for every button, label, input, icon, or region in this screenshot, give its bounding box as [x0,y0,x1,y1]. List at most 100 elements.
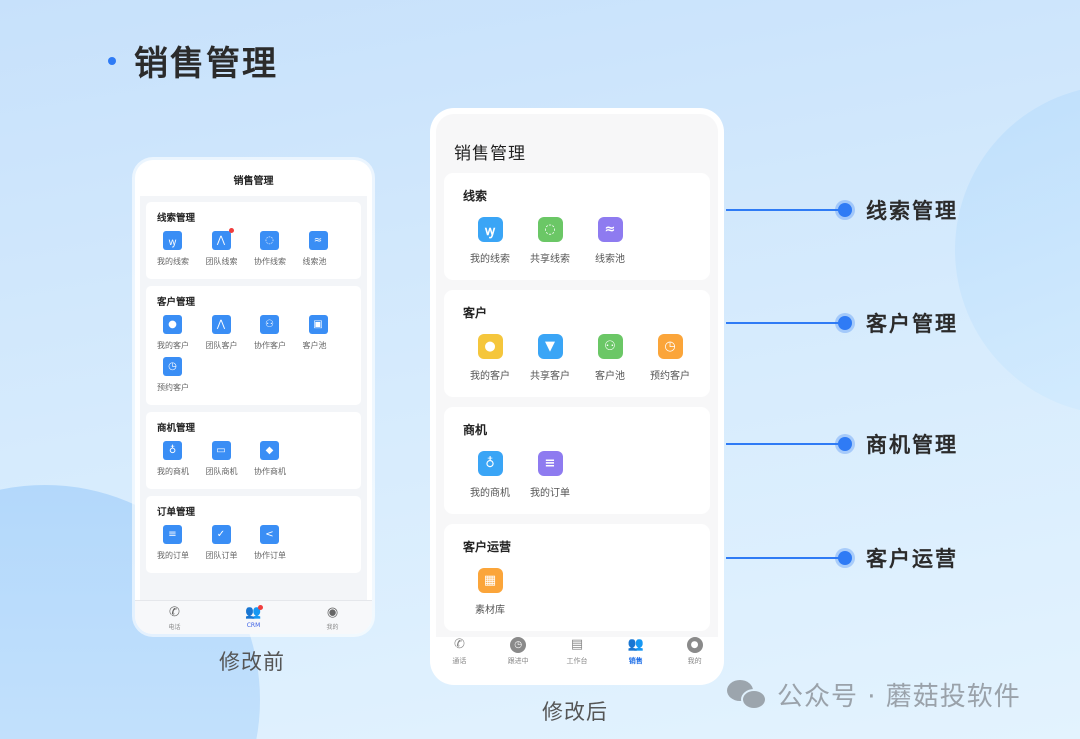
menu-item-shared-leads[interactable]: ◌ 共享线索 [516,217,584,265]
old-section-leads: 线索管理 ꝡ 我的线索 ⋀ 团队线索 ◌协作线索 ≈ 线索池 [146,202,361,279]
watermark-text: 公众号 · 蘑菇投软件 [777,682,1021,712]
connector-line [726,557,840,559]
connector-line [726,443,840,445]
grid-icon: ▦ [477,568,503,593]
section-title: 商机管理 [157,423,196,434]
page-title: 销售管理 [108,36,278,85]
tie-icon: ▼ [537,334,563,359]
clock-icon: ◷ [657,334,683,359]
menu-item-team-opportunities[interactable]: ▭ 团队商机 [206,441,255,477]
old-section-orders: 订单管理 ≡我的订单 ✓团队订单 < 协作订单 [146,496,361,573]
clock-icon: ◷ [510,637,527,653]
menu-item-label: 线索池 [302,257,327,266]
connector-dot [838,551,852,565]
share-icon: < [260,525,279,544]
share-nodes-icon: ⋀ [211,228,234,250]
menu-item-collab-customers[interactable]: ⚇协作客户 [254,315,303,351]
menu-item-label: 共享线索 [530,254,570,265]
menu-item-shared-customers[interactable]: ▼共享客户 [516,334,584,382]
tag-icon: ◆ [260,441,279,460]
cycle-icon: ◌ [260,231,279,250]
menu-item-label: 我的线索 [157,257,189,266]
menu-item-label: 线索池 [595,254,625,265]
users-icon: ⚇ [260,315,279,334]
old-section-customers: 客户管理 ●我的客户 ⋀团队客户 ⚇协作客户 ▣客户池 ◷预约客户 [146,286,361,405]
callout-label: 商机管理 [866,433,958,457]
section-title: 订单管理 [157,507,196,518]
menu-item-team-customers[interactable]: ⋀ 团队客户 [206,315,255,351]
menu-item-label: 我的客户 [157,341,189,350]
nav-tab-phone[interactable]: ✆电话 [135,601,214,634]
phone-icon: ✆ [453,637,465,652]
callout-label: 线索管理 [866,199,958,223]
menu-item-collab-orders[interactable]: < 协作订单 [254,525,303,561]
new-bottom-nav: ✆通话 ◷跟进中 ▤工作台 👥 销售 ●我的 [430,637,724,675]
caption-before: 修改前 [219,650,285,674]
menu-item-collab-opportunities[interactable]: ◆协作商机 [254,441,303,477]
path-icon: ꝡ [477,217,503,242]
callout-label: 客户运营 [866,547,958,571]
menu-item-my-orders[interactable]: ≡我的订单 [516,451,584,499]
profile-icon: ● [686,637,703,653]
menu-item-label: 团队订单 [205,551,238,560]
menu-item-label: 预约客户 [650,371,690,382]
share-nodes-icon: ⋀ [211,315,231,334]
menu-item-my-leads[interactable]: ꝡ 我的线索 [456,217,524,265]
notification-badge [228,228,234,233]
nav-tab-sales[interactable]: 👥 销售 [606,637,665,675]
menu-item-label: 我的商机 [470,488,510,499]
menu-item-lead-pool[interactable]: ≈ 线索池 [303,231,352,267]
nav-tab-calls[interactable]: ✆通话 [430,637,489,675]
menu-item-label: 协作订单 [254,551,286,560]
menu-item-my-customers[interactable]: ●我的客户 [157,315,206,351]
nav-tab-label: 销售 [628,657,643,665]
nav-tab-mine[interactable]: ◉我的 [293,601,372,634]
cycle-icon: ◌ [537,217,563,242]
menu-item-collab-leads[interactable]: ◌协作线索 [254,231,303,267]
connector-line [726,209,840,211]
old-phone-header: 销售管理 [233,176,274,187]
old-bottom-nav: ✆电话 👥CRM ◉我的 [135,600,372,634]
nav-tab-following[interactable]: ◷跟进中 [489,637,548,675]
notification-badge [257,605,263,610]
user-icon: ● [477,334,503,359]
section-title: 线索管理 [157,213,196,224]
menu-item-label: 团队线索 [205,257,238,266]
path-icon: ꝡ [163,231,182,250]
menu-item-material-library[interactable]: ▦素材库 [456,568,524,616]
monitor-chart-icon: ▤ [570,637,584,652]
watermark: 公众号 · 蘑菇投软件 [727,676,1021,713]
menu-item-label: 我的订单 [530,488,570,499]
menu-item-team-orders[interactable]: ✓团队订单 [206,525,255,561]
menu-item-lead-pool[interactable]: ≈ 线索池 [576,217,644,265]
menu-item-my-leads[interactable]: ꝡ 我的线索 [157,231,206,267]
menu-item-my-customers[interactable]: ●我的客户 [456,334,524,382]
menu-item-reserved-customers[interactable]: ◷预约客户 [157,357,206,393]
menu-item-reserved-customers[interactable]: ◷ 预约客户 [636,334,704,382]
menu-item-customer-pool[interactable]: ▣客户池 [303,315,352,351]
callout-customers: 客户管理 [726,308,958,338]
menu-item-my-opportunities[interactable]: ♁我的商机 [157,441,206,477]
pool-icon: ≈ [597,217,623,242]
nav-tab-workbench[interactable]: ▤工作台 [548,637,607,675]
menu-item-label: 团队客户 [205,341,238,350]
new-phone-header: 销售管理 [454,144,526,164]
menu-item-label: 团队商机 [205,467,238,476]
menu-item-my-orders[interactable]: ≡我的订单 [157,525,206,561]
nav-tab-crm[interactable]: 👥CRM [214,601,293,634]
briefcase-icon: ▭ [211,441,231,460]
menu-item-label: 预约客户 [157,383,189,392]
menu-item-team-leads[interactable]: ⋀ 团队线索 [205,228,255,267]
new-section-customers: 客户 ●我的客户 ▼共享客户 ⚇客户池 ◷预约客户 [444,290,710,397]
menu-item-label: 我的线索 [470,254,510,265]
old-section-opportunities: 商机管理 ♁我的商机 ▭ 团队商机 ◆协作商机 [146,412,361,489]
icon-glyph: ⋀ [216,235,226,246]
menu-item-my-opportunities[interactable]: ♁我的商机 [456,451,524,499]
new-section-opportunities: 商机 ♁我的商机 ≡我的订单 [444,407,710,514]
users-icon: 👥 [627,637,644,652]
menu-item-customer-pool[interactable]: ⚇客户池 [576,334,644,382]
pool-icon: ≈ [308,231,328,250]
section-title: 商机 [463,423,488,437]
nav-tab-mine[interactable]: ●我的 [665,637,724,675]
